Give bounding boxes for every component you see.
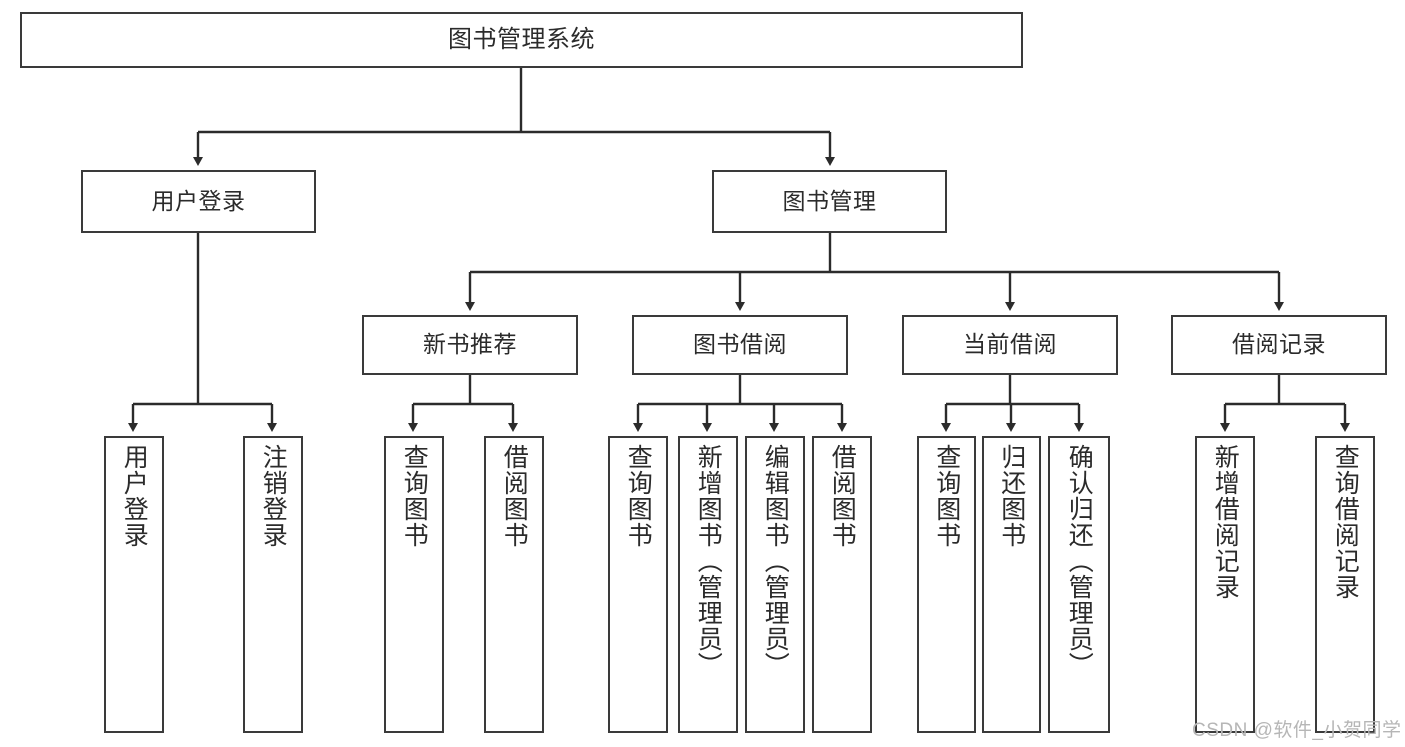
watermark-text: CSDN @软件_小贺同学 — [1192, 720, 1402, 741]
node-label: 图书借阅 — [693, 331, 787, 358]
leaf-user-login-login[interactable]: 用户登录 — [104, 436, 164, 733]
node-label: 当前借阅 — [963, 331, 1057, 358]
leaf-book-borrow-add[interactable]: 新增图书（管理员） — [678, 436, 738, 733]
leaf-new-book-borrow[interactable]: 借阅图书 — [484, 436, 544, 733]
node-label: 用户登录 — [120, 444, 149, 548]
node-book-borrow[interactable]: 图书借阅 — [632, 315, 848, 375]
node-label: 查询图书 — [932, 444, 961, 548]
node-label: 图书管理系统 — [448, 25, 595, 53]
leaf-current-borrow-confirm[interactable]: 确认归还（管理员） — [1048, 436, 1110, 733]
leaf-book-borrow-query[interactable]: 查询图书 — [608, 436, 668, 733]
node-book-management[interactable]: 图书管理 — [712, 170, 947, 233]
node-label: 查询图书 — [400, 444, 429, 548]
leaf-borrow-record-query[interactable]: 查询借阅记录 — [1315, 436, 1375, 733]
node-label: 新书推荐 — [423, 331, 517, 358]
node-label: 借阅记录 — [1232, 331, 1326, 358]
node-user-login[interactable]: 用户登录 — [81, 170, 316, 233]
node-label: 查询借阅记录 — [1331, 444, 1360, 600]
node-borrow-record[interactable]: 借阅记录 — [1171, 315, 1387, 375]
node-label: 注销登录 — [259, 444, 288, 548]
node-label: 新增借阅记录 — [1211, 444, 1240, 600]
leaf-current-borrow-query[interactable]: 查询图书 — [917, 436, 976, 733]
leaf-new-book-query[interactable]: 查询图书 — [384, 436, 444, 733]
node-label: 确认归还（管理员） — [1065, 444, 1094, 678]
node-root-system[interactable]: 图书管理系统 — [20, 12, 1023, 68]
node-label: 新增图书（管理员） — [694, 444, 723, 678]
node-new-book-recommend[interactable]: 新书推荐 — [362, 315, 578, 375]
node-current-borrow[interactable]: 当前借阅 — [902, 315, 1118, 375]
leaf-current-borrow-return[interactable]: 归还图书 — [982, 436, 1041, 733]
node-label: 借阅图书 — [828, 444, 857, 548]
leaf-user-login-logout[interactable]: 注销登录 — [243, 436, 303, 733]
leaf-book-borrow-borrow[interactable]: 借阅图书 — [812, 436, 872, 733]
node-label: 用户登录 — [151, 187, 246, 214]
node-label: 借阅图书 — [500, 444, 529, 548]
node-label: 查询图书 — [624, 444, 653, 548]
leaf-borrow-record-add[interactable]: 新增借阅记录 — [1195, 436, 1255, 733]
leaf-book-borrow-edit[interactable]: 编辑图书（管理员） — [745, 436, 805, 733]
node-label: 归还图书 — [997, 444, 1026, 548]
node-label: 图书管理 — [782, 187, 877, 214]
node-label: 编辑图书（管理员） — [761, 444, 790, 678]
